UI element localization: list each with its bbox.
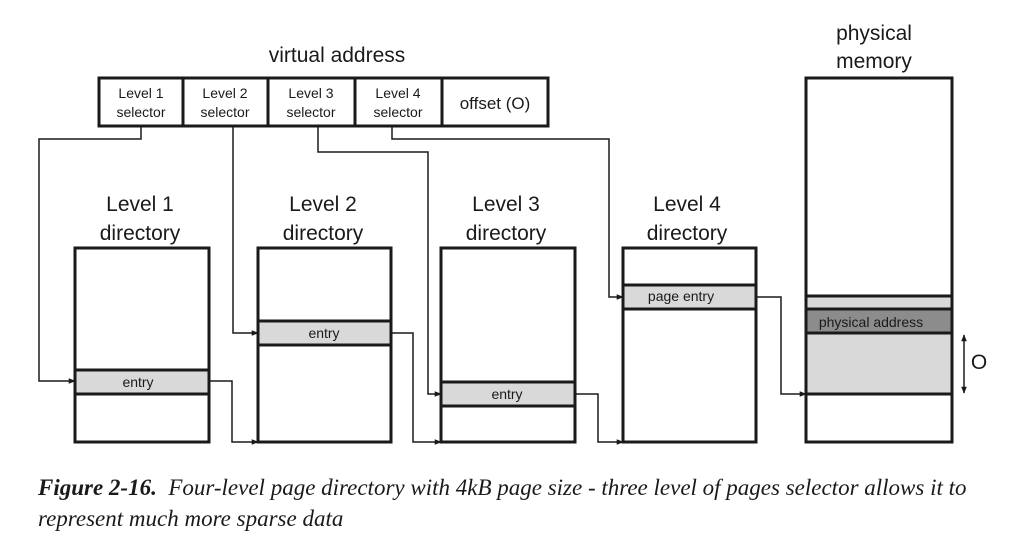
level3-entry-label: entry [491,386,522,402]
offset-field [440,76,550,128]
physical-address-label: physical address [819,314,923,330]
level1-to-level2-arrow [209,380,259,445]
level3-directory [439,246,577,444]
level3-directory-title: Level 3 [472,193,540,216]
level4-selector-arrow [391,126,624,300]
level2-selector-sublabel: selector [200,104,249,120]
offset-dimension-label: O [971,351,987,374]
physical-memory-title: physical [836,22,912,45]
level4-selector-label: Level 4 [375,85,420,101]
figure-caption: Figure 2-16. Four-level page directory w… [38,472,998,534]
figure-caption-text: Four-level page directory with 4kB page … [38,475,967,531]
level3-directory-subtitle: directory [466,222,547,245]
level2-selector-arrow [232,126,259,336]
level1-directory [73,246,211,444]
figure-caption-label: Figure 2-16. [38,475,157,500]
level4-directory-subtitle: directory [647,222,728,245]
level4-directory-title: Level 4 [653,193,721,216]
level2-directory-title: Level 2 [289,193,357,216]
physical-memory [804,76,954,444]
level4-selector-sublabel: selector [373,104,422,120]
level1-entry-label: entry [122,374,153,390]
level4-directory [621,246,758,444]
level2-to-level3-arrow [391,332,442,445]
level1-directory-title: Level 1 [106,193,174,216]
level3-entry-row [439,380,577,408]
offset-label: offset (O) [460,94,531,113]
virtual-address-title: virtual address [269,44,406,67]
virtual-address-register [97,76,550,128]
level2-directory [256,246,393,444]
level4-to-physical-arrow [756,296,807,397]
level1-selector-sublabel: selector [116,104,165,120]
level3-selector-arrow [317,126,442,397]
level4-entry-label: page entry [648,288,714,304]
level1-selector-label: Level 1 [118,85,163,101]
level3-selector-sublabel: selector [286,104,335,120]
physical-address-row [804,307,954,335]
level2-selector-field [181,76,270,128]
level1-selector-arrow [38,126,142,384]
level3-selector-label: Level 3 [288,85,333,101]
level1-entry-row [73,368,211,396]
level1-directory-subtitle: directory [100,222,181,245]
level2-directory-subtitle: directory [283,222,364,245]
level2-selector-label: Level 2 [202,85,247,101]
level3-to-level4-arrow [575,393,624,445]
level2-entry-label: entry [308,325,339,341]
physical-memory-subtitle: memory [836,50,912,73]
